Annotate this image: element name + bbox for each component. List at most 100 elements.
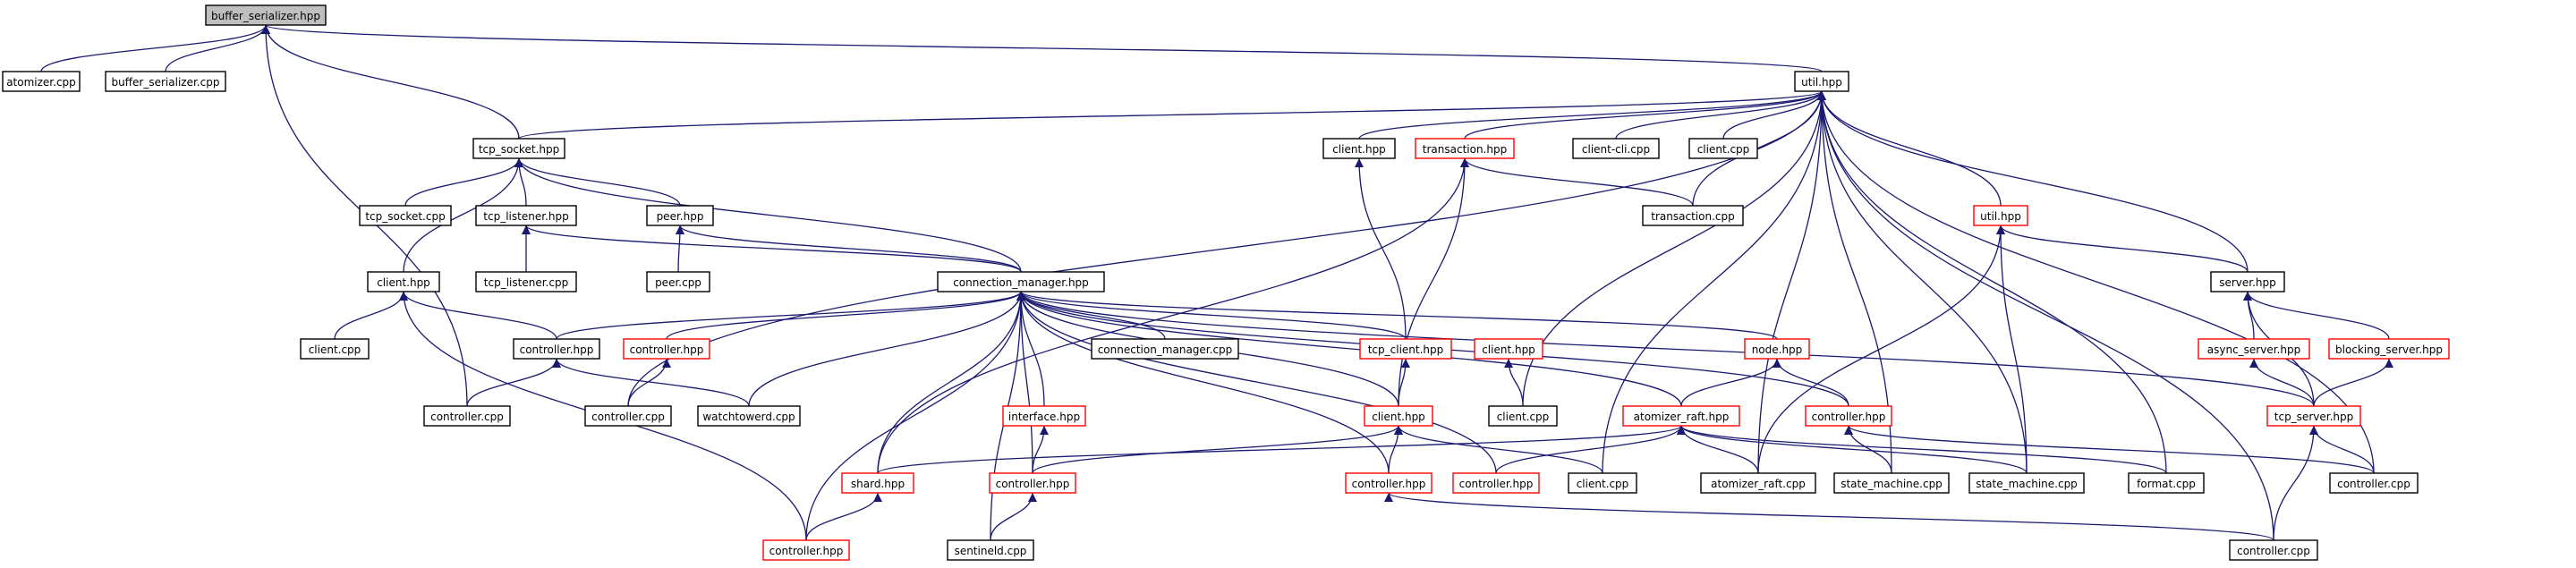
node-peer_hpp[interactable]: peer.hpp [646, 205, 714, 226]
node-controller_hpp_e[interactable]: controller.hpp [1345, 472, 1433, 494]
node-box[interactable] [2328, 338, 2450, 360]
node-controller_hpp_f[interactable]: controller.hpp [762, 539, 850, 561]
node-box[interactable] [1744, 338, 1810, 360]
node-sentineld_cpp[interactable]: sentineld.cpp [947, 539, 1034, 561]
node-box[interactable] [105, 71, 226, 92]
node-box[interactable] [1364, 405, 1433, 427]
node-client_hpp_left[interactable]: client.hpp [367, 271, 440, 292]
node-controller_cpp_c[interactable]: controller.cpp [2329, 472, 2419, 494]
node-box[interactable] [2128, 472, 2205, 494]
node-controller_hpp_g[interactable]: controller.hpp [989, 472, 1076, 494]
node-state_machine_cpp_b[interactable]: state_machine.cpp [1968, 472, 2085, 494]
node-box[interactable] [623, 338, 710, 360]
node-client_cli_cpp[interactable]: client-cli.cpp [1572, 138, 1660, 159]
node-box[interactable] [2210, 271, 2285, 292]
node-util_hpp[interactable]: util.hpp [1794, 71, 1849, 92]
node-box[interactable] [2, 71, 81, 92]
node-client_cpp_low[interactable]: client.cpp [1568, 472, 1637, 494]
node-box[interactable] [937, 271, 1105, 292]
node-box[interactable] [1474, 338, 1543, 360]
node-box[interactable] [1622, 405, 1740, 427]
node-client_cpp_left[interactable]: client.cpp [300, 338, 370, 360]
node-client_hpp_top[interactable]: client.hpp [1322, 138, 1396, 159]
node-box[interactable] [205, 4, 327, 26]
node-box[interactable] [472, 138, 565, 159]
node-box[interactable] [1973, 205, 2028, 226]
node-box[interactable] [697, 405, 801, 427]
node-client_cpp_top[interactable]: client.cpp [1688, 138, 1758, 159]
node-box[interactable] [947, 539, 1034, 561]
node-state_machine_cpp_a[interactable]: state_machine.cpp [1833, 472, 1950, 494]
node-controller_cpp_a[interactable]: controller.cpp [423, 405, 511, 427]
node-connection_manager_cpp[interactable]: connection_manager.cpp [1091, 338, 1239, 360]
node-util_hpp_red[interactable]: util.hpp [1973, 205, 2028, 226]
node-tcp_server_hpp[interactable]: tcp_server.hpp [2266, 405, 2361, 427]
node-server_hpp[interactable]: server.hpp [2210, 271, 2285, 292]
node-box[interactable] [841, 472, 914, 494]
node-buffer_serializer_hpp[interactable]: buffer_serializer.hpp [205, 4, 327, 26]
node-box[interactable] [1968, 472, 2085, 494]
node-box[interactable] [1700, 472, 1816, 494]
node-box[interactable] [359, 205, 452, 226]
node-box[interactable] [1833, 472, 1950, 494]
node-box[interactable] [423, 405, 511, 427]
node-client_hpp_mid[interactable]: client.hpp [1364, 405, 1433, 427]
node-box[interactable] [2329, 472, 2419, 494]
node-atomizer_raft_hpp[interactable]: atomizer_raft.hpp [1622, 405, 1740, 427]
node-client_hpp_red[interactable]: client.hpp [1474, 338, 1543, 360]
node-box[interactable] [646, 205, 714, 226]
node-box[interactable] [1794, 71, 1849, 92]
node-box[interactable] [1345, 472, 1433, 494]
node-client_cpp_mid[interactable]: client.cpp [1488, 405, 1558, 427]
node-controller_cpp_d[interactable]: controller.cpp [2229, 539, 2318, 561]
node-tcp_socket_cpp[interactable]: tcp_socket.cpp [359, 205, 452, 226]
node-box[interactable] [1415, 138, 1515, 159]
node-shard_hpp[interactable]: shard.hpp [841, 472, 914, 494]
node-peer_cpp[interactable]: peer.cpp [646, 271, 710, 292]
node-box[interactable] [513, 338, 600, 360]
node-box[interactable] [989, 472, 1076, 494]
node-box[interactable] [1091, 338, 1239, 360]
node-atomizer_cpp[interactable]: atomizer.cpp [2, 71, 81, 92]
node-controller_hpp_a[interactable]: controller.hpp [513, 338, 600, 360]
node-blocking_server_hpp[interactable]: blocking_server.hpp [2328, 338, 2450, 360]
node-format_cpp[interactable]: format.cpp [2128, 472, 2205, 494]
node-watchtowerd_cpp[interactable]: watchtowerd.cpp [697, 405, 801, 427]
node-tcp_listener_hpp[interactable]: tcp_listener.hpp [475, 205, 577, 226]
node-box[interactable] [2229, 539, 2318, 561]
node-box[interactable] [1488, 405, 1558, 427]
node-box[interactable] [1359, 338, 1452, 360]
node-transaction_hpp[interactable]: transaction.hpp [1415, 138, 1515, 159]
node-async_server_hpp[interactable]: async_server.hpp [2198, 338, 2310, 360]
node-box[interactable] [646, 271, 710, 292]
node-box[interactable] [1805, 405, 1892, 427]
node-box[interactable] [1452, 472, 1540, 494]
node-box[interactable] [1688, 138, 1758, 159]
node-controller_cpp_b[interactable]: controller.cpp [584, 405, 672, 427]
node-interface_hpp[interactable]: interface.hpp [1002, 405, 1086, 427]
node-controller_hpp_d[interactable]: controller.hpp [1452, 472, 1540, 494]
node-box[interactable] [2198, 338, 2310, 360]
node-box[interactable] [300, 338, 370, 360]
node-tcp_socket_hpp[interactable]: tcp_socket.hpp [472, 138, 565, 159]
node-box[interactable] [2266, 405, 2361, 427]
node-box[interactable] [762, 539, 850, 561]
node-transaction_cpp[interactable]: transaction.cpp [1642, 205, 1744, 226]
node-box[interactable] [475, 205, 577, 226]
node-tcp_client_hpp[interactable]: tcp_client.hpp [1359, 338, 1452, 360]
node-node_hpp[interactable]: node.hpp [1744, 338, 1810, 360]
node-tcp_listener_cpp[interactable]: tcp_listener.cpp [475, 271, 577, 292]
node-box[interactable] [1642, 205, 1744, 226]
node-box[interactable] [1322, 138, 1396, 159]
node-box[interactable] [367, 271, 440, 292]
node-atomizer_raft_cpp[interactable]: atomizer_raft.cpp [1700, 472, 1816, 494]
node-connection_manager_hpp[interactable]: connection_manager.hpp [937, 271, 1105, 292]
node-box[interactable] [1572, 138, 1660, 159]
node-box[interactable] [1568, 472, 1637, 494]
node-box[interactable] [475, 271, 577, 292]
node-buffer_serializer_cpp[interactable]: buffer_serializer.cpp [105, 71, 226, 92]
node-controller_hpp_c[interactable]: controller.hpp [1805, 405, 1892, 427]
node-box[interactable] [1002, 405, 1086, 427]
node-controller_hpp_b[interactable]: controller.hpp [623, 338, 710, 360]
node-box[interactable] [584, 405, 672, 427]
